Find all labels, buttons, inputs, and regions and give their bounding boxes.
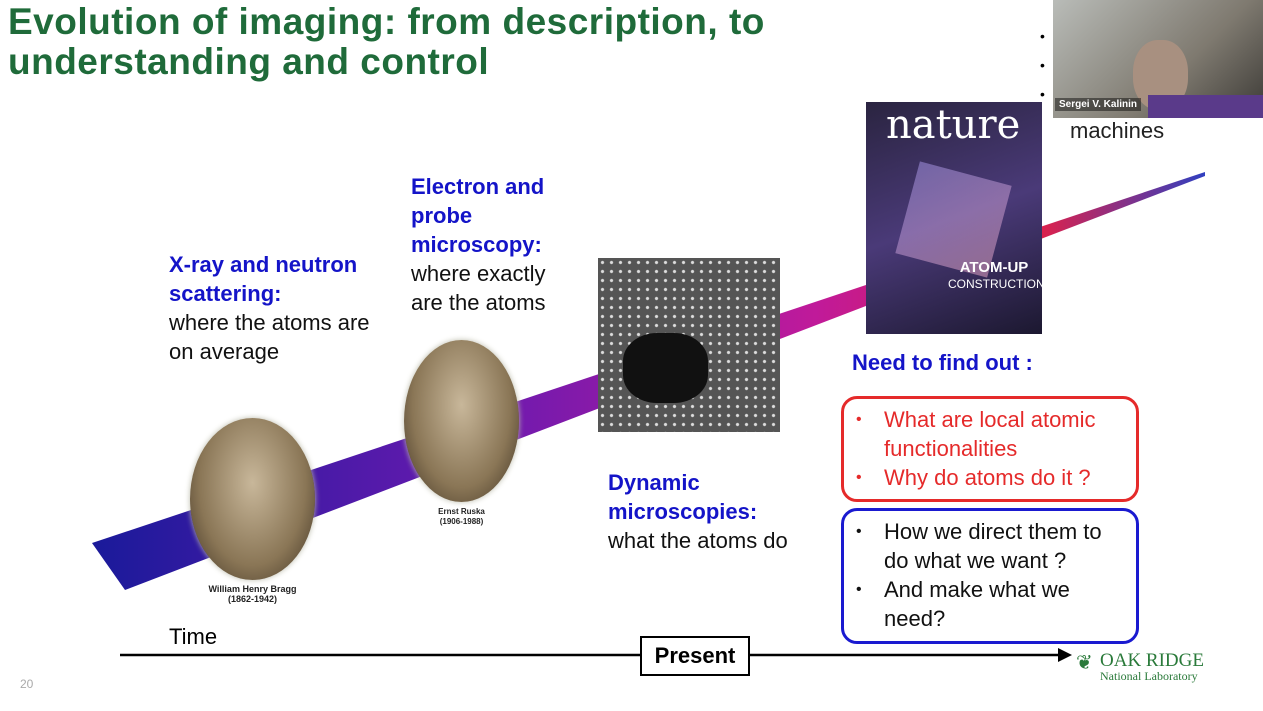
need-heading: Need to find out : <box>852 350 1033 375</box>
participant-name: Sergei V. Kalinin <box>1055 98 1141 111</box>
participant-video[interactable]: Sergei V. Kalinin <box>1053 0 1263 118</box>
time-label: Time <box>169 624 218 649</box>
red-question-box: What are local atomic functionalitiesWhy… <box>841 396 1139 502</box>
present-marker: Present <box>640 636 750 676</box>
participant-shirt <box>1148 95 1263 118</box>
list-item: How we direct them to do what we want ? <box>856 517 1126 575</box>
ornl-logo: ❦ OAK RIDGE National Laboratory <box>1076 650 1204 683</box>
list-item: Why do atoms do it ? <box>856 463 1126 492</box>
ruska-portrait <box>404 340 519 502</box>
oak-leaf-icon: ❦ <box>1076 652 1093 674</box>
microscopy-image <box>598 258 780 432</box>
list-item: And make what we need? <box>856 575 1126 633</box>
list-item: What are local atomic functionalities <box>856 405 1126 463</box>
overlap-text: machines <box>1070 118 1165 143</box>
page-title: Evolution of imaging: from description, … <box>8 1 765 82</box>
bragg-caption: William Henry Bragg(1862-1942) <box>208 584 297 604</box>
page-number: 20 <box>20 677 34 691</box>
bullets-hidden: ••• <box>1040 28 1045 102</box>
bragg-portrait <box>190 418 315 580</box>
ruska-caption: Ernst Ruska(1906-1988) <box>438 507 485 526</box>
blue-question-box: How we direct them to do what we want ?A… <box>841 508 1139 644</box>
